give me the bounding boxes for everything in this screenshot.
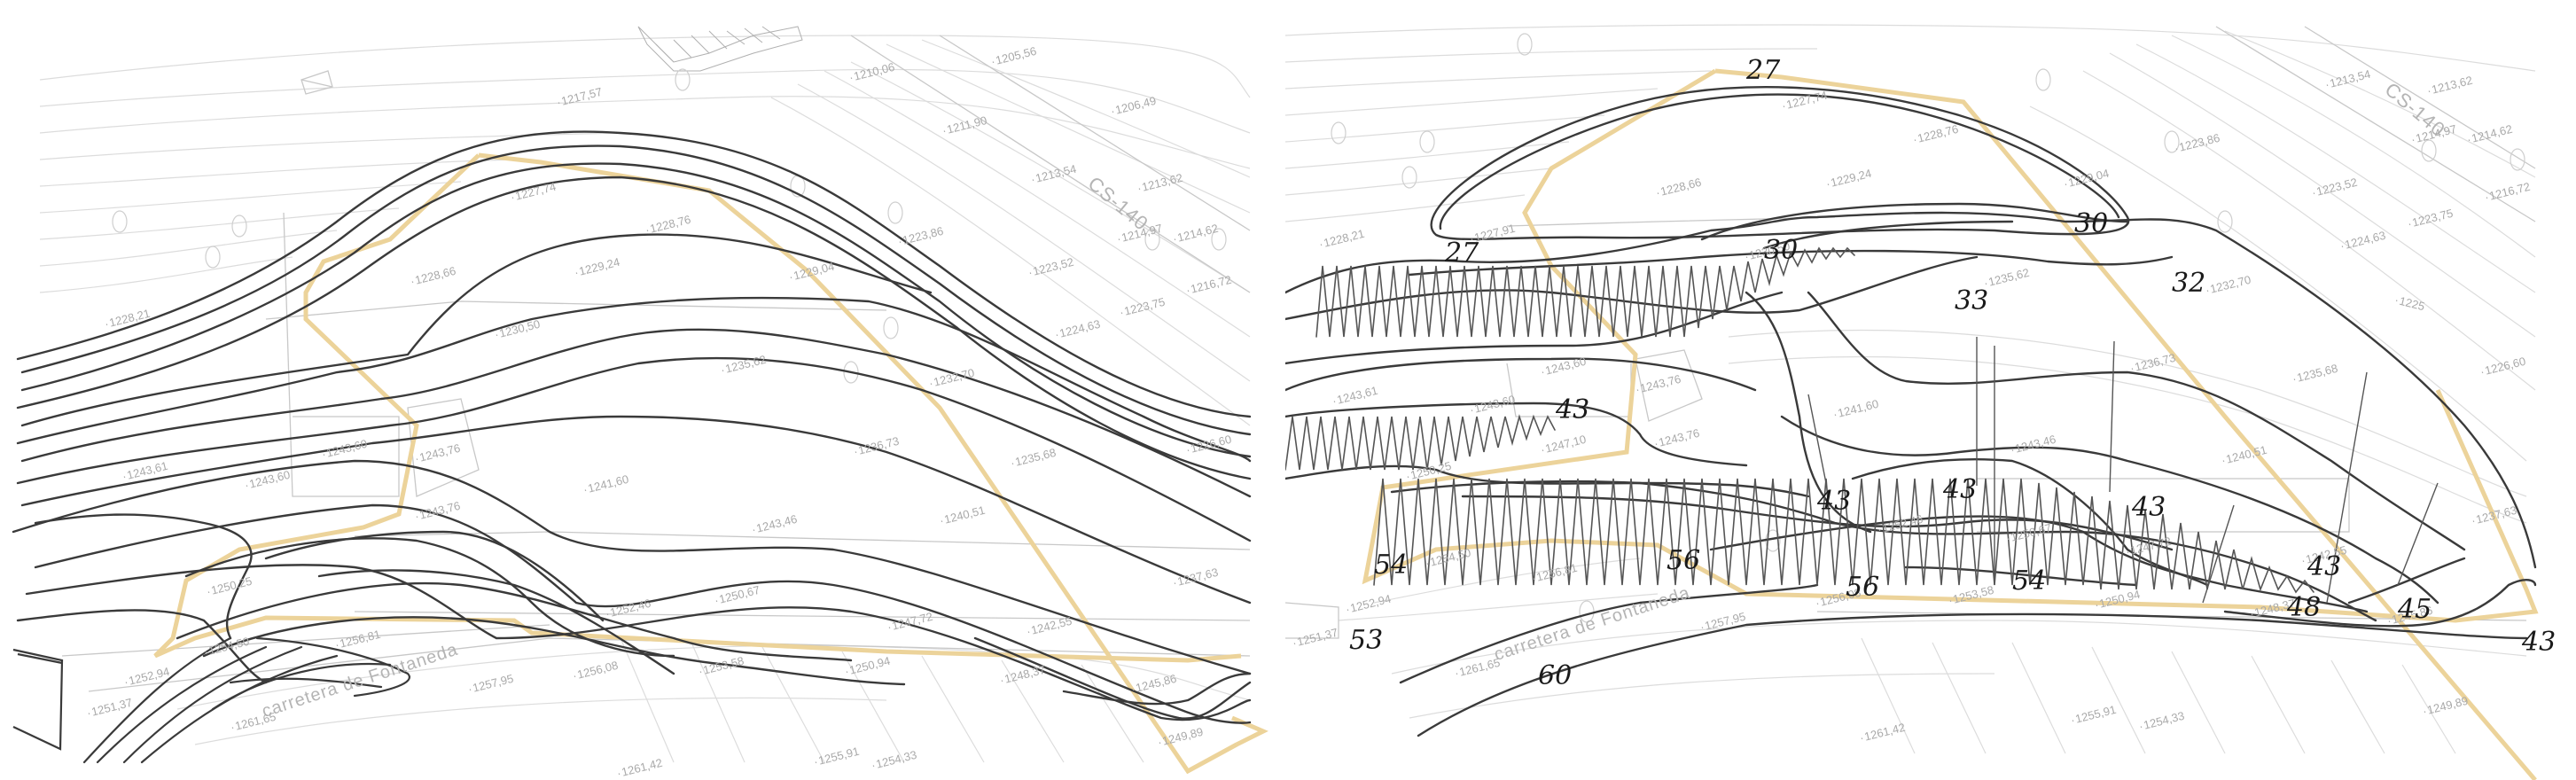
site-boundary <box>1714 68 2537 780</box>
handwritten-height-label: 33 <box>1955 285 1989 316</box>
handwritten-height-label: 43 <box>1817 486 1852 517</box>
handwritten-height-label: 60 <box>1538 660 1573 691</box>
handwritten-height-label: 43 <box>2132 492 2166 523</box>
handwritten-height-label: 54 <box>2012 566 2047 597</box>
sketch-box-southwest <box>12 648 64 751</box>
handwritten-height-label: 30 <box>1764 235 1799 266</box>
sketch-leader-lines <box>1807 337 2439 604</box>
handwritten-height-label: 45 <box>2398 594 2432 625</box>
handwritten-height-label: 43 <box>2307 551 2342 582</box>
left-sketch-panel: carretera de Fontaneda CS-140 1217,57121… <box>0 0 1285 780</box>
handwritten-height-label: 48 <box>2287 592 2322 623</box>
handwritten-height-label: 53 <box>1349 625 1384 656</box>
trees <box>112 68 1227 384</box>
handwritten-height-label: 43 <box>2522 627 2556 658</box>
right-sketch-panel: carretera de Fontaneda CS-140 1227,74122… <box>1285 0 2576 780</box>
site-boundary-west <box>153 153 1242 663</box>
hatched-area <box>637 26 803 72</box>
handwritten-height-label: 43 <box>1943 474 1978 505</box>
handwritten-height-label: 27 <box>1445 238 1479 269</box>
right-topographic-drawing <box>1285 24 2539 780</box>
handwritten-height-label: 27 <box>1746 55 1781 86</box>
handwritten-height-label: 54 <box>1374 550 1409 581</box>
handwritten-height-label: 43 <box>1556 394 1590 425</box>
handwritten-height-label: 56 <box>1846 572 1880 603</box>
base-contours <box>39 35 1251 763</box>
sketch-zigzag-hatching <box>1285 246 2314 594</box>
base-contours <box>1285 24 2536 754</box>
trees <box>1331 33 2525 623</box>
handwritten-height-label: 56 <box>1667 545 1701 576</box>
sketch-contours <box>1285 86 2537 737</box>
base-linework <box>61 35 1251 692</box>
sketch-contours <box>12 130 1252 724</box>
left-topographic-drawing <box>12 26 1268 775</box>
handwritten-height-label: 30 <box>2074 208 2109 239</box>
handwritten-height-label: 32 <box>2172 268 2206 299</box>
sketch-lower-fan <box>82 636 410 764</box>
site-boundary-south <box>1362 68 2539 623</box>
